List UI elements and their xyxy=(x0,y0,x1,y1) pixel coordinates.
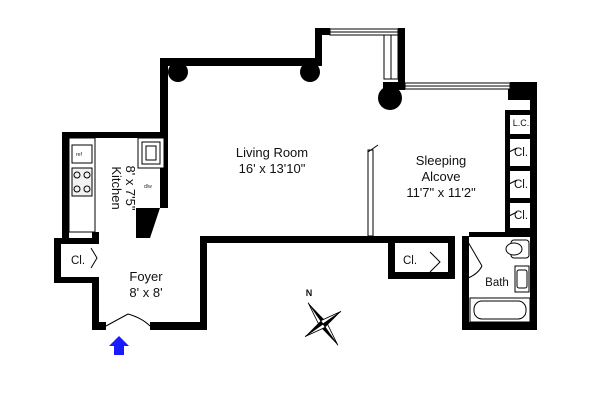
closet-living-label: Cl. xyxy=(403,255,417,267)
svg-text:ref: ref xyxy=(76,152,82,158)
bath-fixtures xyxy=(469,239,531,323)
living-room-dims: 16' x 13'10" xyxy=(239,161,306,176)
sleeping-alcove-dims: 11'7" x 11'2" xyxy=(406,185,476,200)
columns xyxy=(168,62,530,110)
bath-name: Bath xyxy=(485,277,509,289)
doors xyxy=(90,147,518,327)
compass-icon xyxy=(304,302,342,346)
kitchen-dims: 8' x 7'5" xyxy=(123,166,138,211)
closet-alcove-2-label: Cl. xyxy=(514,179,528,191)
compass-north-label: N xyxy=(306,288,313,298)
entry-arrow-icon xyxy=(109,336,129,355)
sleeping-alcove-name-2: Alcove xyxy=(421,169,460,184)
closet-alcove-1-label: Cl. xyxy=(514,147,528,159)
foyer-name: Foyer xyxy=(129,269,163,284)
living-room-name: Living Room xyxy=(236,145,308,160)
closet-foyer-label: Cl. xyxy=(71,255,85,267)
sleeping-alcove-name-1: Sleeping xyxy=(416,153,467,168)
room-labels: Living Room 16' x 13'10" Sleeping Alcove… xyxy=(71,118,529,300)
windows xyxy=(329,28,511,90)
svg-text:d/w: d/w xyxy=(144,184,152,190)
kitchen-fixtures: ref d/w xyxy=(68,137,165,233)
walls xyxy=(54,28,537,330)
kitchen-name: Kitchen xyxy=(109,166,124,209)
linen-closet-label: L.C. xyxy=(513,118,530,128)
closet-alcove-3-label: Cl. xyxy=(514,210,528,222)
foyer-dims: 8' x 8' xyxy=(129,285,162,300)
divider-wall xyxy=(367,144,379,237)
